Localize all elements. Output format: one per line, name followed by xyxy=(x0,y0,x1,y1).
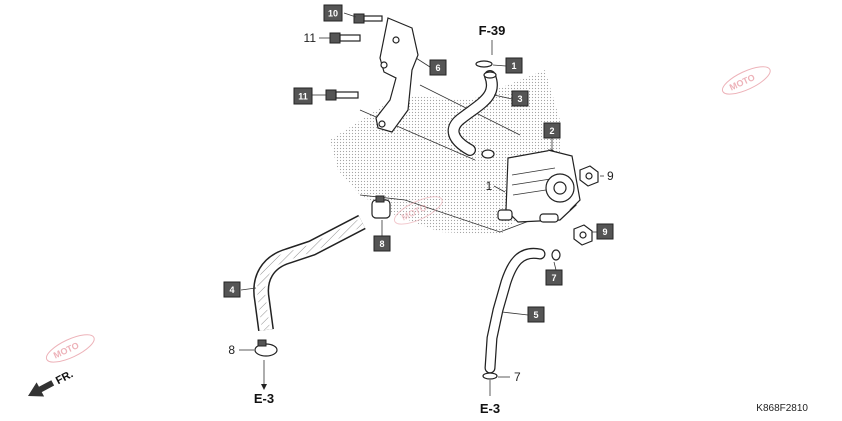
callout-5: 5 xyxy=(527,306,545,323)
clip-7-upper xyxy=(551,249,561,261)
diagram-code: K868F2810 xyxy=(756,403,808,414)
svg-text:9: 9 xyxy=(602,227,607,237)
callout-1-mid: 1 xyxy=(486,179,493,193)
callout-4: 4 xyxy=(223,281,241,298)
svg-text:10: 10 xyxy=(328,9,338,19)
ref-e3-center: E-3 xyxy=(480,401,500,416)
mounting-bracket xyxy=(375,17,419,133)
callout-1-top: 1 xyxy=(505,57,523,74)
svg-text:7: 7 xyxy=(551,273,556,283)
callout-2: 2 xyxy=(543,122,561,139)
hose-end xyxy=(483,71,497,79)
svg-text:1: 1 xyxy=(486,179,493,193)
front-label: FR. xyxy=(54,368,75,387)
callout-11-lower: 11 xyxy=(293,87,313,105)
arrow-head xyxy=(261,384,267,390)
bolt-11-lower xyxy=(325,89,359,101)
clip-8-upper xyxy=(371,195,391,219)
callout-3: 3 xyxy=(511,90,529,107)
ref-e3-left: E-3 xyxy=(254,391,274,406)
clip-8-lower xyxy=(254,339,278,357)
svg-text:1: 1 xyxy=(511,61,516,71)
callout-6: 6 xyxy=(429,59,447,76)
svg-text:8: 8 xyxy=(228,343,235,357)
callout-8-upper: 8 xyxy=(373,235,391,252)
clip-1-top xyxy=(475,60,493,68)
callout-7-lower: 7 xyxy=(514,370,521,384)
svg-text:9: 9 xyxy=(607,169,614,183)
svg-text:2: 2 xyxy=(549,126,554,136)
nut-9-upper xyxy=(579,165,599,187)
callout-9-lower: 9 xyxy=(596,223,614,240)
clip-7-lower xyxy=(482,372,498,380)
ref-f39: F-39 xyxy=(479,23,506,38)
front-direction-arrow: FR. xyxy=(28,368,75,397)
svg-text:MOTO: MOTO xyxy=(728,72,757,92)
svg-text:MOTO: MOTO xyxy=(52,340,81,360)
leader-lines xyxy=(239,12,604,378)
svg-text:6: 6 xyxy=(435,63,440,73)
nut-9-lower xyxy=(573,224,593,246)
watermark-logo: MOTO xyxy=(45,334,95,363)
svg-text:11: 11 xyxy=(298,92,308,102)
svg-text:8: 8 xyxy=(379,239,384,249)
svg-text:11: 11 xyxy=(304,31,317,45)
svg-text:4: 4 xyxy=(229,285,234,295)
callout-7-upper: 7 xyxy=(545,269,563,286)
callout-11-upper: 11 xyxy=(304,31,317,45)
svg-text:3: 3 xyxy=(517,94,522,104)
callout-8-lower: 8 xyxy=(228,343,235,357)
fuel-pump xyxy=(497,149,581,223)
bolt-11-upper xyxy=(329,32,361,44)
callout-9-upper: 9 xyxy=(607,169,614,183)
svg-text:7: 7 xyxy=(514,370,521,384)
hose-4 xyxy=(253,214,366,332)
svg-text:5: 5 xyxy=(533,310,538,320)
clip-1 xyxy=(481,149,495,159)
bolt-10 xyxy=(353,13,383,24)
watermark-logo: MOTO xyxy=(721,66,771,95)
callout-10: 10 xyxy=(323,4,343,22)
